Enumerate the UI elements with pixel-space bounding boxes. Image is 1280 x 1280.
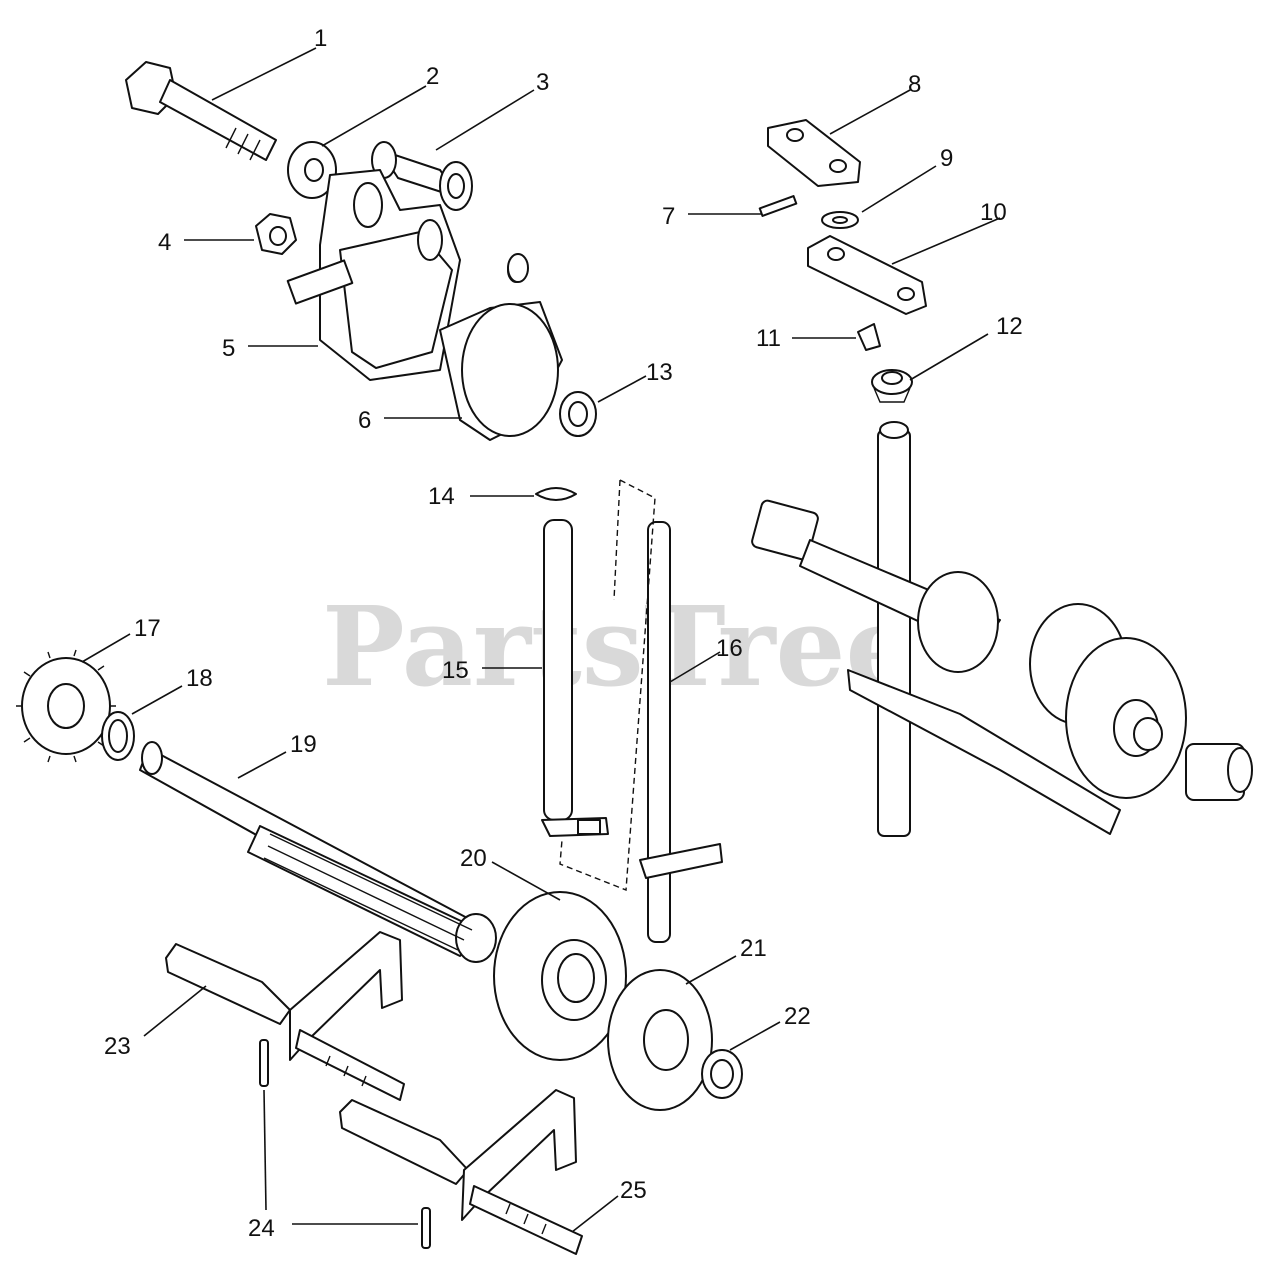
label-part-24: 24 xyxy=(248,1215,275,1242)
part-14-ring[interactable] xyxy=(535,487,577,501)
label-part-19: 19 xyxy=(290,731,317,758)
label-part-8: 8 xyxy=(908,71,921,98)
label-part-6: 6 xyxy=(358,407,371,434)
label-part-25: 25 xyxy=(620,1177,647,1204)
label-part-16: 16 xyxy=(716,635,743,662)
part-20-gear[interactable] xyxy=(493,891,627,1061)
part-24-pin-lower[interactable] xyxy=(421,1207,431,1249)
label-part-14: 14 xyxy=(428,483,455,510)
label-part-5: 5 xyxy=(222,335,235,362)
part-16-shaft[interactable] xyxy=(639,521,723,943)
label-part-3: 3 xyxy=(536,69,549,96)
label-part-15: 15 xyxy=(442,657,469,684)
part-2-washer[interactable] xyxy=(287,141,337,199)
part-12-bushing[interactable] xyxy=(871,369,913,403)
part-15-shaft[interactable] xyxy=(541,519,609,837)
assembly-dash-outline xyxy=(559,479,656,891)
right-shaft-assembly[interactable] xyxy=(751,421,1253,837)
leader-lines xyxy=(81,47,1001,1233)
part-5-bracket[interactable] xyxy=(286,169,461,381)
label-part-21: 21 xyxy=(740,935,767,962)
part-23-shift-fork[interactable] xyxy=(165,931,405,1101)
part-22-washer[interactable] xyxy=(701,1049,743,1099)
label-part-7: 7 xyxy=(662,203,675,230)
part-19-splined-shaft[interactable] xyxy=(139,741,497,963)
label-part-18: 18 xyxy=(186,665,213,692)
part-9-washer[interactable] xyxy=(821,211,859,229)
label-part-17: 17 xyxy=(134,615,161,642)
part-11-key[interactable] xyxy=(857,323,881,351)
part-8-link[interactable] xyxy=(767,119,861,187)
label-part-9: 9 xyxy=(940,145,953,172)
label-part-13: 13 xyxy=(646,359,673,386)
part-6-roller[interactable] xyxy=(439,253,563,441)
part-4-nut[interactable] xyxy=(255,213,297,255)
part-13-seal[interactable] xyxy=(559,391,597,437)
label-part-11: 11 xyxy=(756,325,781,352)
part-7-pin[interactable] xyxy=(758,195,798,217)
part-17-gear[interactable] xyxy=(16,649,116,763)
label-part-10: 10 xyxy=(980,199,1007,226)
watermark-text: PartsTree xyxy=(322,582,916,711)
part-21-gear[interactable] xyxy=(607,969,713,1111)
label-part-1: 1 xyxy=(314,25,327,52)
part-24-pin-upper[interactable] xyxy=(259,1039,269,1087)
label-part-22: 22 xyxy=(784,1003,811,1030)
part-3-spacer[interactable] xyxy=(371,141,473,211)
part-18-snap-ring[interactable] xyxy=(101,711,135,761)
part-1-bolt[interactable] xyxy=(125,61,277,161)
label-part-2: 2 xyxy=(426,63,439,90)
label-part-20: 20 xyxy=(460,845,487,872)
label-part-12: 12 xyxy=(996,313,1023,340)
label-part-23: 23 xyxy=(104,1033,131,1060)
part-25-shift-fork[interactable] xyxy=(339,1089,583,1255)
part-10-link[interactable] xyxy=(807,235,927,315)
label-part-4: 4 xyxy=(158,229,171,256)
